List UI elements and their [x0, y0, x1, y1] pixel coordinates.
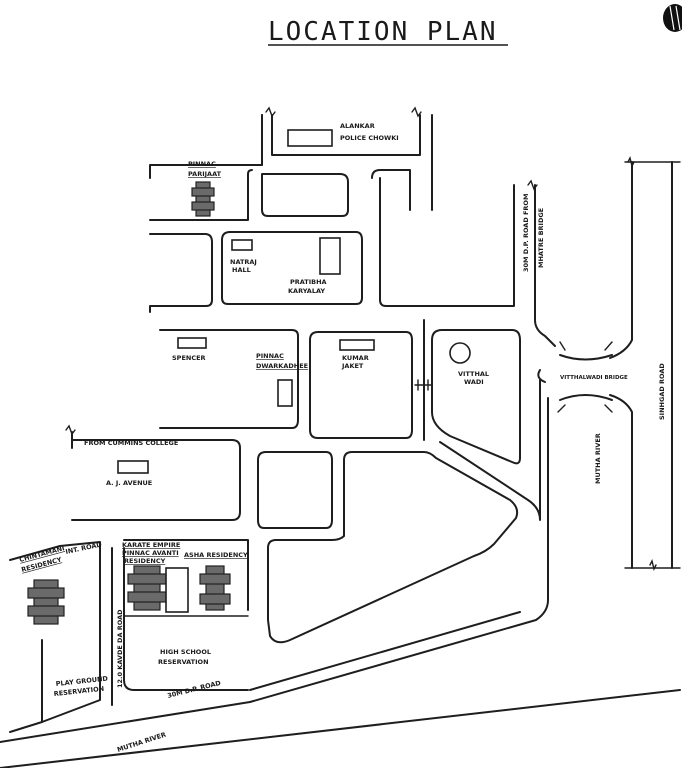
label-kumar: KUMAR [342, 354, 369, 362]
label-dp-road-from: 30M D.P. ROAD FROM [522, 194, 530, 272]
label-vitthal: VITTHAL [458, 370, 489, 378]
label-jaket: JAKET [341, 362, 364, 370]
middle-blocks [159, 319, 521, 465]
kumar-jaket-building [339, 339, 375, 351]
label-mhatre-bridge: MHATRE BRIDGE [537, 208, 545, 268]
vitthal-wadi-temple [449, 342, 471, 364]
label-pratibha: PRATIBHA [290, 278, 327, 286]
label-mutha-river-right: MUTHA RIVER [594, 433, 602, 484]
label-high-school: HIGH SCHOOL [160, 648, 211, 656]
label-pinnac-parijaat-2: PARIJAAT [188, 170, 222, 178]
label-karate-empire: KARATE EMPIRE [122, 541, 180, 549]
label-aj-avenue: A. J. AVENUE [106, 479, 152, 487]
natraj-hall-building [231, 239, 253, 251]
label-kavde-road: 12.0 KAVDE DA ROAD [116, 609, 124, 688]
site-blocks [0, 539, 681, 768]
aj-avenue-building [117, 460, 149, 474]
vitthalwadi-bridge [537, 341, 613, 413]
label-pinnac-parijaat-1: PINNAC [188, 160, 216, 168]
label-pinnac-avanti: PINNAC AVANTI [122, 549, 179, 557]
label-alankar: ALANKAR [340, 122, 375, 130]
pratibha-karyalay-building [319, 237, 341, 275]
label-pinnac-dwarka-1: PINNAC [256, 352, 284, 360]
pinnac-dwarkadhee-building [277, 379, 293, 407]
label-hall: HALL [232, 266, 251, 274]
label-asha-residency: ASHA RESIDENCY [184, 551, 248, 559]
label-spencer: SPENCER [172, 354, 206, 362]
alankar-police-chowki-building [287, 129, 333, 147]
map-title: LOCATION PLAN [268, 17, 498, 47]
label-police-chowki: POLICE CHOWKI [340, 134, 399, 142]
label-natraj: NATRAJ [230, 258, 257, 266]
label-sinhgad-road: SINHGAD ROAD [658, 363, 666, 420]
label-high-school-reservation: RESERVATION [158, 658, 209, 666]
asha-residency-building [199, 565, 231, 611]
label-pinnac-dwarka-2: DWARKADHEE [256, 362, 308, 370]
top-roads [149, 106, 556, 347]
label-karyalay: KARYALAY [288, 287, 325, 295]
label-wadi: WADI [464, 378, 484, 386]
north-arrow-icon [663, 4, 682, 32]
label-from-cummins: FROM CUMMINS COLLEGE [84, 439, 178, 447]
spencer-building [177, 337, 207, 349]
pinnac-parijaat-building [191, 181, 215, 217]
chintamani-residency-building [27, 579, 65, 625]
label-avanti-residency: RESIDENCY [124, 557, 166, 565]
lower-roads [65, 379, 549, 703]
pinnac-avanti-building [165, 567, 189, 613]
label-vitthalwadi-bridge: VITTHALWADI BRIDGE [560, 375, 628, 381]
sinhgad-road [609, 155, 681, 572]
natraj-block [149, 231, 363, 313]
karate-empire-building [127, 565, 167, 611]
